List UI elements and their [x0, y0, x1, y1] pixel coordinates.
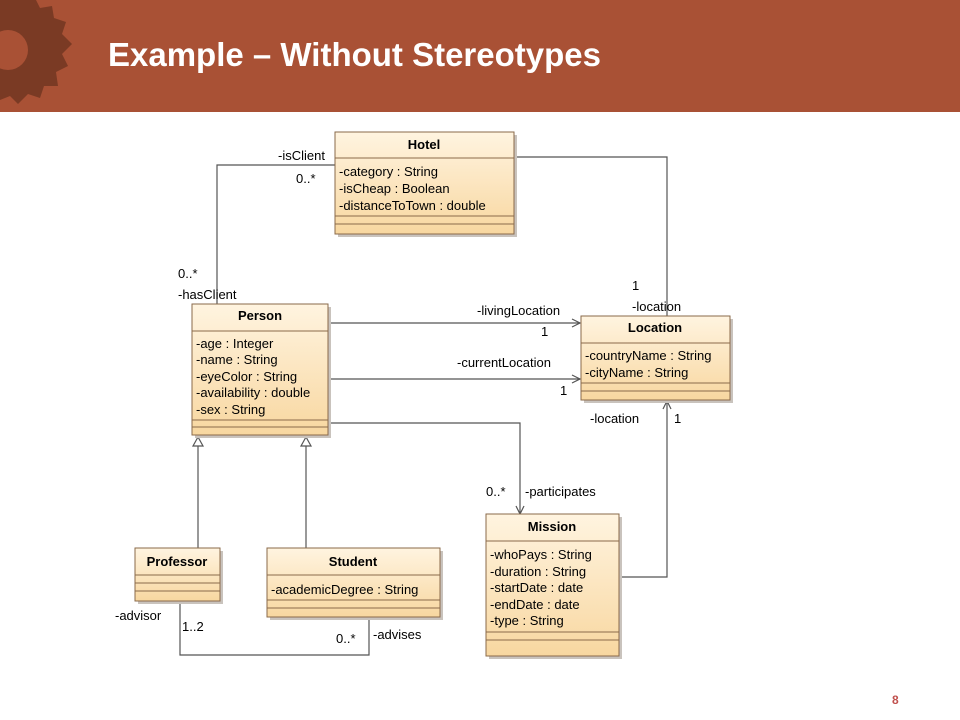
association-hotel-location [514, 156, 668, 316]
role-label-isclient: -isClient [278, 148, 325, 163]
arrow-living-location [571, 318, 582, 328]
association-lines [179, 156, 672, 656]
class-person[interactable]: Person -age : Integer -name : String -ey… [191, 303, 331, 438]
association-advises [179, 604, 370, 656]
class-mission[interactable]: Mission -whoPays : String -duration : St… [485, 513, 622, 659]
role-label-livinglocation: -livingLocation [477, 303, 560, 318]
attribute: -category : String [339, 164, 438, 179]
class-student[interactable]: Student -academicDegree : String [266, 547, 443, 620]
association-participates [328, 422, 521, 514]
multiplicity-label: 1..2 [182, 619, 204, 634]
multiplicity-label: 0..* [296, 171, 316, 186]
class-professor[interactable]: Professor [134, 547, 223, 604]
role-label-advisor: -advisor [115, 608, 162, 623]
attribute: -isCheap : Boolean [339, 181, 450, 196]
role-label-hasclient: -hasClient [178, 287, 237, 302]
multiplicity-label: 1 [560, 383, 567, 398]
association-labels: -isClient 0..* 0..* -hasClient 1 -locati… [115, 148, 681, 646]
role-label-advises: -advises [373, 627, 422, 642]
slide-title: Example – Without Stereotypes [108, 36, 601, 73]
association-hotel-person [216, 164, 335, 305]
class-hotel-name: Hotel [408, 137, 441, 152]
multiplicity-label: 0..* [336, 631, 356, 646]
attribute: -whoPays : String [490, 547, 592, 562]
multiplicity-label: 1 [541, 324, 548, 339]
multiplicity-label: 1 [632, 278, 639, 293]
class-person-name: Person [238, 308, 282, 323]
attribute: -type : String [490, 613, 564, 628]
class-student-name: Student [329, 554, 378, 569]
attribute: -availability : double [196, 385, 310, 400]
attribute: -duration : String [490, 564, 586, 579]
attribute: -academicDegree : String [271, 582, 418, 597]
attribute: -distanceToTown : double [339, 198, 486, 213]
attribute: -name : String [196, 352, 278, 367]
attribute: -countryName : String [585, 348, 711, 363]
gear-icon [0, 0, 72, 104]
multiplicity-label: 0..* [486, 484, 506, 499]
attribute: -cityName : String [585, 365, 688, 380]
attribute: -eyeColor : String [196, 369, 297, 384]
slide-header: Example – Without Stereotypes [0, 0, 960, 112]
role-label-currentlocation: -currentLocation [457, 355, 551, 370]
page-number: 8 [892, 693, 899, 707]
attribute: -endDate : date [490, 597, 580, 612]
generalization-arrow-student [299, 435, 313, 447]
class-professor-name: Professor [147, 554, 208, 569]
role-label-participates: -participates [525, 484, 596, 499]
generalization-arrow-professor [191, 435, 205, 447]
multiplicity-label: 0..* [178, 266, 198, 281]
attribute: -sex : String [196, 402, 265, 417]
class-location-name: Location [628, 320, 682, 335]
class-mission-name: Mission [528, 519, 576, 534]
multiplicity-label: 1 [674, 411, 681, 426]
role-label-location: -location [632, 299, 681, 314]
attribute: -startDate : date [490, 580, 583, 595]
arrow-current-location [571, 374, 582, 384]
class-hotel[interactable]: Hotel -category : String -isCheap : Bool… [334, 131, 517, 237]
role-label-location: -location [590, 411, 639, 426]
attribute: -age : Integer [196, 336, 274, 351]
class-location[interactable]: Location -countryName : String -cityName… [580, 315, 733, 403]
association-mission-location [619, 401, 668, 578]
